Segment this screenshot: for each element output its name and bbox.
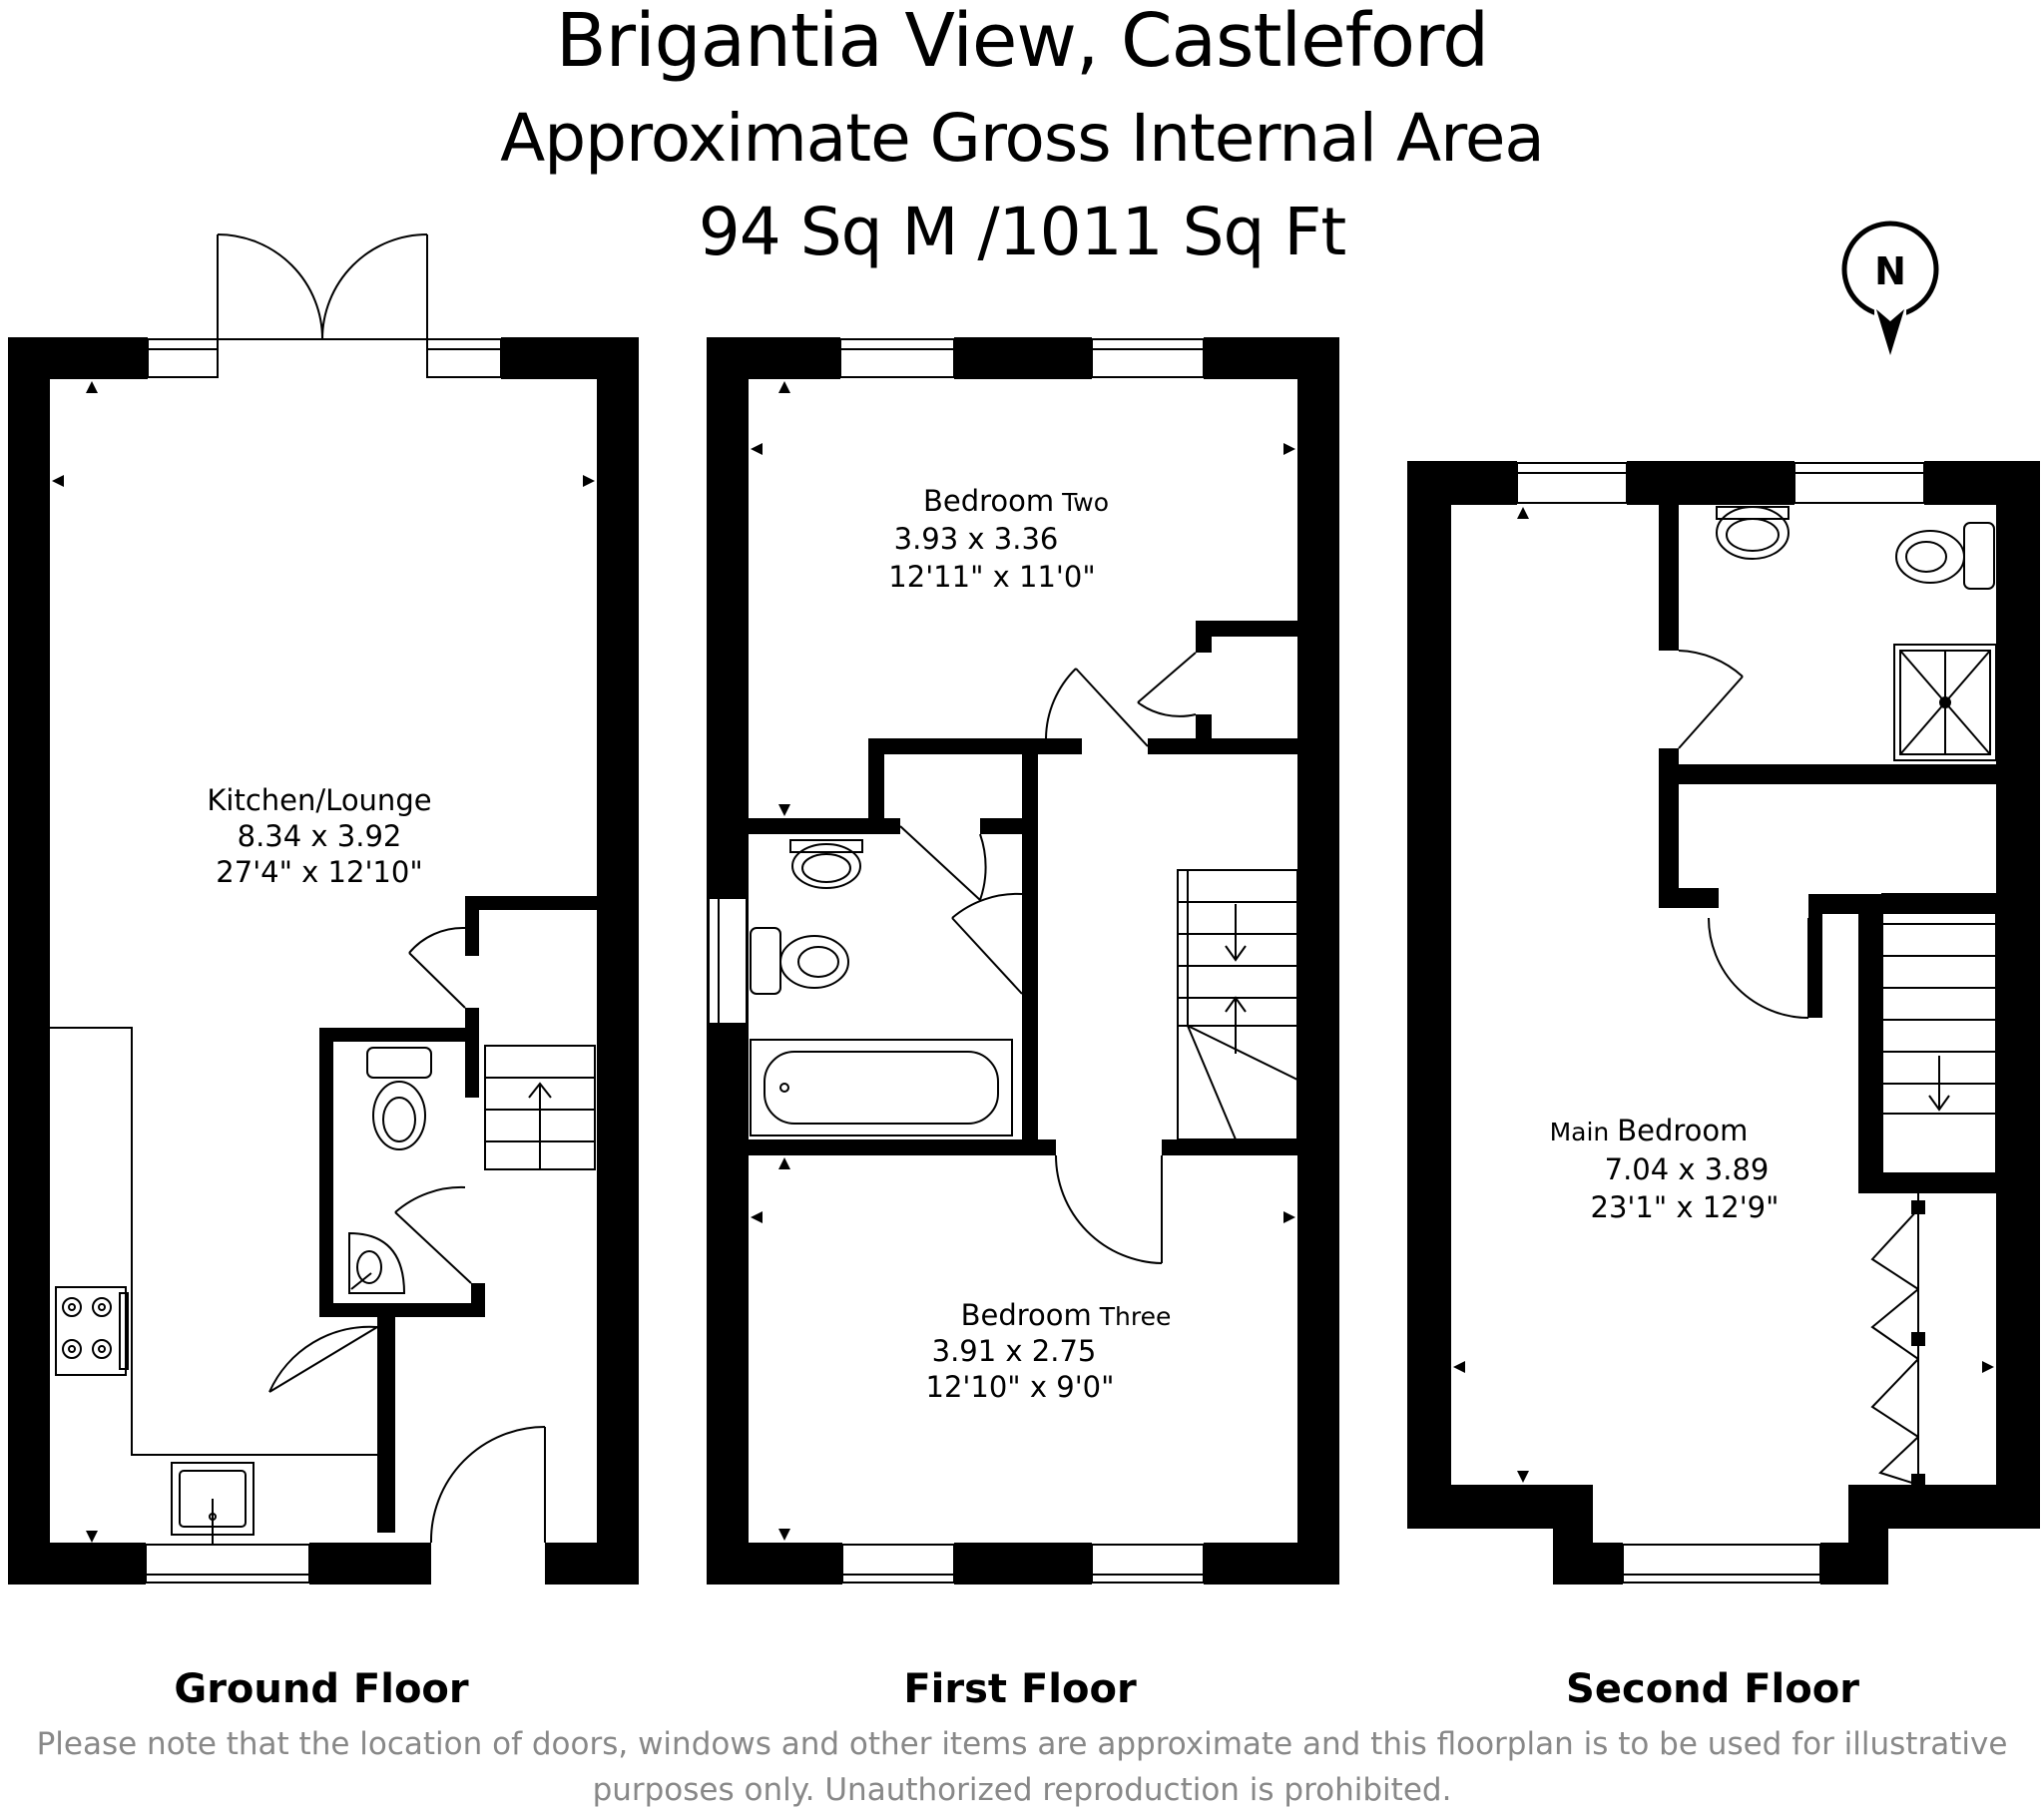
door — [268, 1325, 378, 1393]
toilet-icon — [366, 1047, 432, 1150]
kitchen-imperial: 27'4" x 12'10" — [216, 855, 422, 889]
bedroom-three-imperial: 12'10" x 9'0" — [926, 1370, 1115, 1404]
window — [839, 338, 1205, 1584]
basin-icon — [348, 1231, 406, 1294]
area-value: 94 Sq M /1011 Sq Ft — [698, 194, 1346, 270]
hob-icon — [55, 1286, 129, 1376]
property-title: Brigantia View, Castleford — [555, 0, 1489, 84]
basin-icon — [789, 839, 863, 889]
kitchen-name: Kitchen/Lounge — [207, 783, 431, 817]
door — [899, 825, 987, 901]
ground-floor-label: Ground Floor — [174, 1666, 469, 1712]
basin-icon — [1716, 506, 1789, 560]
kitchen-metric: 8.34 x 3.92 — [238, 819, 402, 853]
staircase — [1881, 893, 1997, 1174]
dimension-arrows — [52, 381, 595, 1543]
door — [1055, 1154, 1163, 1264]
cupboard-door — [408, 926, 466, 1009]
toilet-icon — [750, 927, 849, 995]
door — [1708, 917, 1809, 1019]
window — [1516, 462, 1925, 1584]
patio-doors — [217, 233, 428, 340]
main-bedroom-imperial: 23'1" x 12'9" — [1591, 1190, 1780, 1224]
dimension-arrows — [751, 381, 1295, 1541]
bath-icon — [750, 1039, 1013, 1136]
door — [1045, 668, 1149, 747]
second-floor-label: Second Floor — [1566, 1666, 1859, 1712]
door — [1678, 650, 1744, 749]
compass-letter: N — [1874, 249, 1906, 293]
wardrobe — [1870, 1193, 1925, 1488]
bedroom-two-imperial: 12'11" x 11'0" — [888, 560, 1095, 594]
kitchen-counter — [50, 1027, 377, 1456]
door — [394, 1185, 472, 1284]
front-door — [429, 1426, 546, 1544]
sink-icon — [171, 1462, 255, 1545]
disclaimer-line-2: purposes only. Unauthorized reproduction… — [592, 1772, 1452, 1808]
first-floor-label: First Floor — [903, 1666, 1137, 1712]
bedroom-three-metric: 3.91 x 2.75 — [932, 1334, 1097, 1368]
toilet-icon — [1895, 522, 1995, 590]
bedroom-two-metric: 3.93 x 3.36 — [894, 522, 1059, 556]
ground-floor-plan: Kitchen/Lounge 8.34 x 3.92 27'4" x 12'10… — [8, 233, 639, 1585]
main-bedroom-metric: 7.04 x 3.89 — [1605, 1152, 1770, 1186]
cupboard-door — [1137, 652, 1197, 717]
shower-icon — [1893, 644, 1997, 761]
window — [426, 338, 502, 378]
window — [147, 338, 219, 378]
staircase — [484, 1045, 596, 1170]
disclaimer: Please note that the location of doors, … — [0, 1721, 2044, 1813]
dimension-arrows — [1453, 507, 1994, 1483]
window — [145, 1544, 310, 1584]
disclaimer-line-1: Please note that the location of doors, … — [36, 1726, 2008, 1762]
door — [951, 892, 1023, 995]
title-block: Brigantia View, Castleford Approximate G… — [0, 0, 2044, 265]
compass-north-icon: N — [1841, 221, 1939, 355]
staircase — [1177, 869, 1298, 1140]
area-heading: Approximate Gross Internal Area — [500, 100, 1545, 177]
window — [708, 897, 748, 1025]
